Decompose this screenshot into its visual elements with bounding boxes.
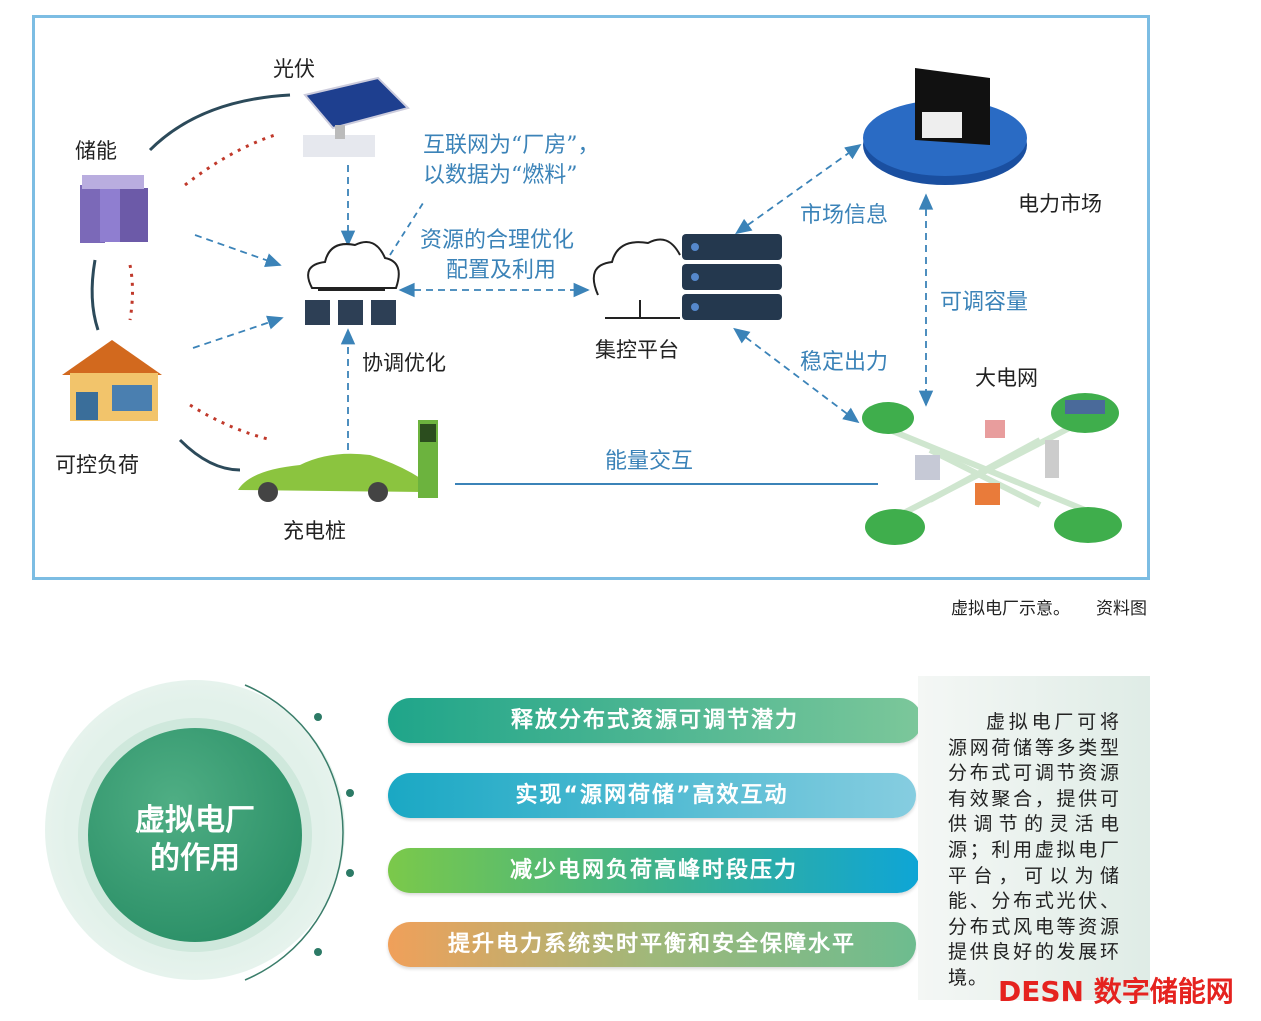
role-item-2: 实现“源网荷储”高效互动 bbox=[388, 773, 916, 818]
description-panel: 虚拟电厂可将源网荷储等多类型分布式可调节资源有效聚合，提供可供调节的灵活电源；利… bbox=[918, 676, 1150, 1000]
platform-label: 集控平台 bbox=[595, 338, 679, 362]
coordination-label: 协调优化 bbox=[362, 351, 446, 375]
stable-output-annotation: 稳定出力 bbox=[800, 350, 889, 375]
caption-source: 资料图 bbox=[1096, 599, 1147, 619]
load-label: 可控负荷 bbox=[55, 453, 139, 477]
solar-panel-icon bbox=[303, 76, 410, 157]
caption-text: 虚拟电厂示意。 bbox=[951, 599, 1070, 619]
arrow-platform-market bbox=[735, 143, 862, 235]
energy-exchange-annotation: 能量交互 bbox=[605, 449, 694, 474]
grid-label: 大电网 bbox=[975, 366, 1038, 390]
market-platform-icon bbox=[863, 68, 1027, 185]
role-item-4: 提升电力系统实时平衡和安全保障水平 bbox=[388, 922, 916, 967]
charging-pile-icon bbox=[418, 420, 438, 498]
arc-storage-pv bbox=[148, 93, 291, 152]
roles-title: 虚拟电厂的作用 bbox=[135, 803, 255, 876]
role-item-1: 释放分布式资源可调节潜力 bbox=[388, 698, 922, 743]
internet-annotation-1: 互联网为“厂房”， bbox=[423, 133, 600, 158]
cloud-network-icon bbox=[305, 241, 400, 325]
title-circle: 虚拟电厂的作用 bbox=[88, 728, 302, 942]
power-grid-icon bbox=[862, 393, 1122, 545]
resource-annotation-1: 资源的合理优化 bbox=[420, 228, 575, 253]
arc-load-charger bbox=[178, 438, 241, 472]
battery-storage-icon bbox=[80, 175, 148, 243]
arrow-platform-grid bbox=[733, 327, 860, 424]
diagram-graphics bbox=[62, 68, 1122, 545]
role-item-3: 减少电网负荷高峰时段压力 bbox=[388, 848, 920, 893]
arrow-load-coord bbox=[192, 315, 284, 349]
house-icon bbox=[62, 340, 162, 421]
watermark-logo: DESN 数字储能网 bbox=[998, 975, 1234, 1008]
figure-caption: 虚拟电厂示意。 资料图 bbox=[951, 594, 1147, 619]
market-label: 电力市场 bbox=[1018, 192, 1102, 216]
pv-label: 光伏 bbox=[273, 57, 315, 81]
dotted-arc bbox=[184, 133, 276, 187]
server-cloud-icon bbox=[592, 234, 782, 320]
arc-storage-load bbox=[90, 259, 100, 331]
charger-label: 充电桩 bbox=[283, 519, 346, 543]
description-text: 虚拟电厂可将源网荷储等多类型分布式可调节资源有效聚合，提供可供调节的灵活电源；利… bbox=[948, 711, 1120, 989]
resource-annotation-2: 配置及利用 bbox=[446, 258, 557, 283]
internet-annotation-2: 以数据为“燃料” bbox=[423, 163, 578, 188]
capacity-annotation: 可调容量 bbox=[940, 290, 1029, 315]
storage-label: 储能 bbox=[75, 139, 117, 163]
market-info-annotation: 市场信息 bbox=[800, 203, 889, 228]
arrow-storage-coord bbox=[194, 234, 282, 267]
electric-car-icon bbox=[238, 453, 422, 502]
